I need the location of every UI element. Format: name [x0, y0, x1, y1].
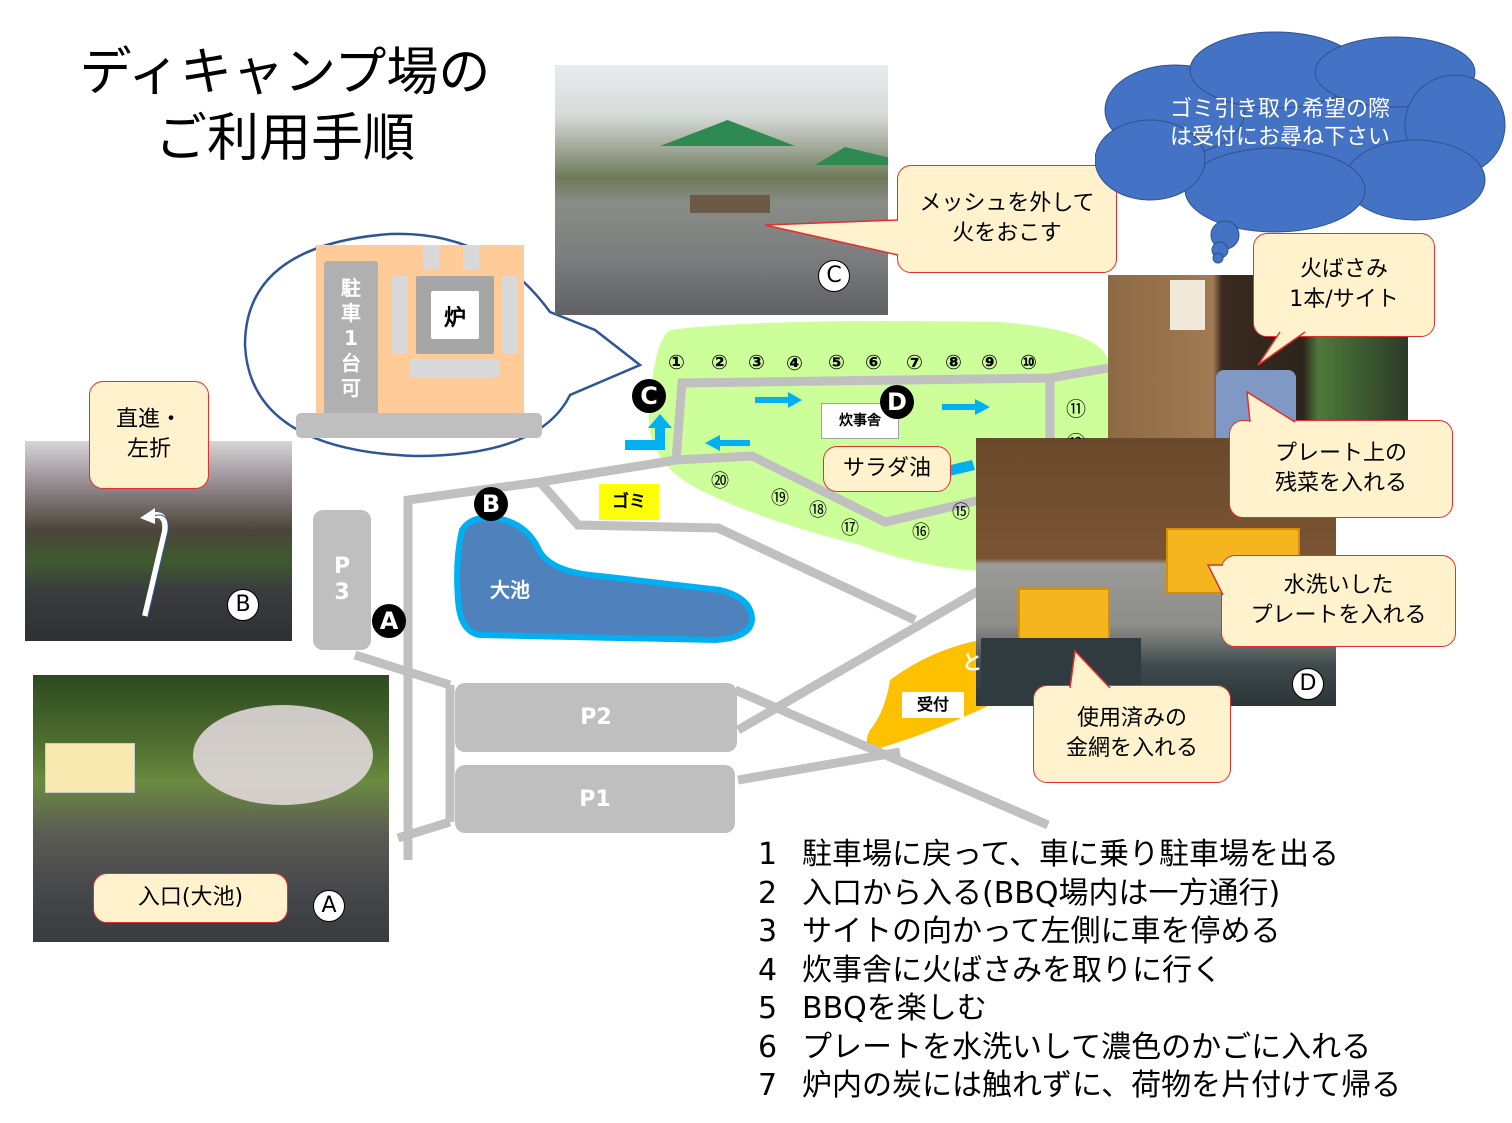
parking-lot-p3: P 3 — [313, 510, 371, 650]
callout-used-grills: 使用済みの金網を入れる — [1033, 685, 1231, 783]
parking-lot-p2: P2 — [455, 683, 737, 752]
site-1: ① — [668, 350, 685, 374]
site-18: ⑱ — [809, 500, 827, 521]
site-19: ⑲ — [771, 488, 789, 509]
road-garbage — [536, 479, 917, 625]
page-title: ディキャンプ場の ご利用手順 — [60, 40, 510, 172]
road-upper — [403, 455, 677, 860]
site-2: ② — [711, 350, 728, 374]
site-5: ⑤ — [828, 350, 845, 374]
road-site-loop — [671, 373, 1055, 461]
site-detail-bubble — [243, 232, 643, 458]
photo-c-marker: C — [818, 260, 850, 292]
site-11: ⑪ — [1066, 397, 1086, 421]
arrow-right-icon — [942, 399, 990, 415]
map-marker-d: D — [880, 385, 914, 419]
photo-b-marker: B — [227, 589, 259, 621]
garbage-label: ゴミ — [599, 484, 659, 520]
map-marker-b: B — [474, 487, 508, 521]
reception-label: 受付 — [902, 692, 964, 718]
photo-a-marker: A — [313, 890, 345, 922]
cloud-text: ゴミ引き取り希望の際 は受付にお尋ね下さい — [1169, 97, 1390, 150]
site-20: ⑳ — [711, 471, 729, 492]
site-10: ⑩ — [1020, 350, 1037, 374]
pond-label: 大池 — [490, 578, 530, 602]
arrow-right-icon — [755, 392, 802, 408]
arrow-up-icon — [625, 414, 672, 450]
parking-lot-p1: P1 — [455, 765, 735, 833]
site-8: ⑧ — [945, 350, 962, 374]
callout-light-fire: メッシュを外して火をおこす — [897, 165, 1117, 273]
callout-washed-plates: 水洗いしたプレートを入れる — [1221, 555, 1456, 647]
cloud-garbage-note — [1095, 31, 1506, 264]
photo-site-c: C — [555, 65, 888, 315]
title-line-2: ご利用手順 — [154, 109, 415, 169]
callout-salad-oil: サラダ油 — [823, 446, 951, 492]
parking-one-car-label: 駐 車 1 台 可 — [341, 276, 361, 400]
photo-road-b: B — [25, 441, 292, 641]
site-12: ⑫ — [1066, 427, 1086, 439]
callout-leftovers: プレート上の残菜を入れる — [1229, 420, 1453, 518]
arrow-left-icon — [705, 435, 750, 451]
photo-d-marker: D — [1292, 668, 1324, 700]
pond — [454, 514, 756, 644]
callout-entrance: 入口(大池) — [93, 873, 288, 923]
site-6: ⑥ — [865, 350, 882, 374]
site-16: ⑯ — [912, 522, 930, 543]
site-15: ⑮ — [952, 502, 970, 523]
site-3: ③ — [748, 350, 765, 374]
map-marker-c: C — [632, 379, 666, 413]
site-4: ④ — [786, 351, 803, 375]
map-marker-a: A — [372, 604, 406, 638]
road-diagonal-2 — [735, 586, 983, 734]
toilet-label: と — [962, 650, 982, 674]
title-line-1: ディキャンプ場の — [79, 43, 491, 103]
road-inner — [675, 451, 982, 527]
site-17: ⑰ — [841, 518, 859, 539]
site-7: ⑦ — [906, 350, 923, 374]
one-way-arrows — [625, 392, 990, 478]
site-9: ⑨ — [981, 350, 998, 374]
callout-straight-left: 直進・左折 — [89, 381, 209, 489]
furnace-label: 炉 — [443, 306, 466, 331]
